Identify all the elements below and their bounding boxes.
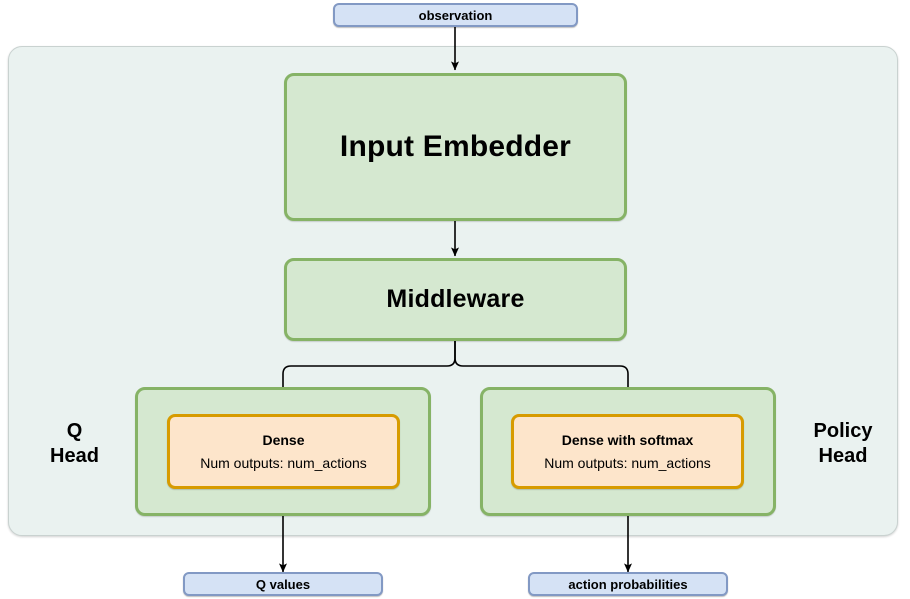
input-embedder-box: Input Embedder [284,73,627,221]
q-values-label: Q values [255,576,311,592]
middleware-box: Middleware [284,258,627,341]
q-head-dense-box: Dense Num outputs: num_actions [167,414,400,489]
observation-label: observation [418,7,493,23]
q-head-dense-title: Dense [262,432,305,449]
policy-head-label: Policy Head [813,420,873,467]
input-embedder-label: Input Embedder [339,130,572,163]
q-values-box: Q values [183,572,383,596]
policy-head-dense-box: Dense with softmax Num outputs: num_acti… [511,414,744,489]
q-head-label: Q Head [50,420,99,467]
policy-head-dense-title: Dense with softmax [561,432,694,449]
middleware-label: Middleware [386,285,525,313]
policy-head-dense-subtitle: Num outputs: num_actions [544,454,711,471]
q-head-dense-subtitle: Num outputs: num_actions [200,454,367,471]
action-probabilities-label: action probabilities [568,576,688,592]
action-probabilities-box: action probabilities [528,572,728,596]
observation-box: observation [333,3,578,27]
